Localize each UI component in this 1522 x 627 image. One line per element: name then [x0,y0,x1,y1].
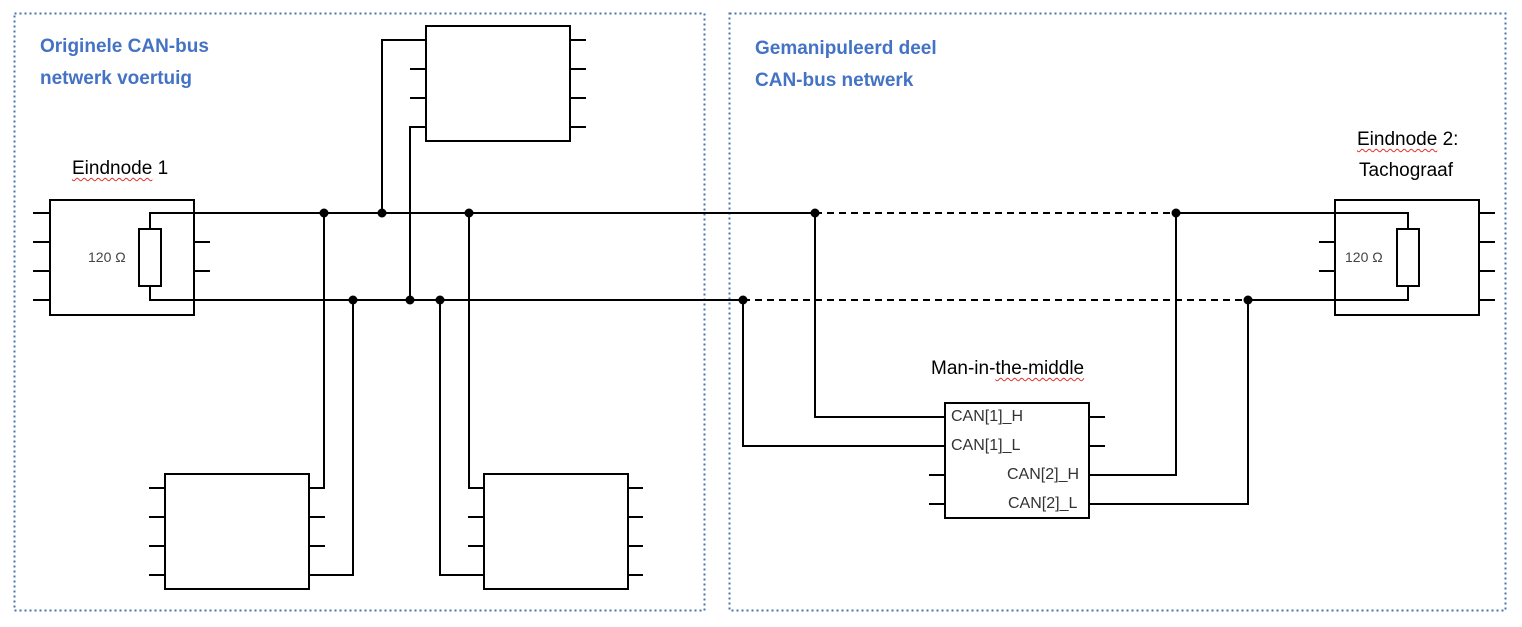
endnode1-resistor-wire [149,286,194,301]
region-manipulated-title: Gemanipuleerd deel CAN-bus netwerk [755,33,937,97]
mitm-pin-label-can2-h: CAN[2]_H [1007,466,1080,483]
junction-dot [377,208,387,218]
endnode2-title-word: Eindnode [1357,129,1438,150]
top-node-box [425,25,571,142]
endnode2-box [1334,199,1480,316]
mitm-title-a: Man-in- [931,358,996,379]
endnode2-title-line2: Tachograaf [1359,160,1454,181]
bottom-left-node-box [164,473,310,590]
junction-dot [738,295,748,305]
top-node-can-h-wire [381,39,426,213]
mitm-box [944,402,1090,519]
endnode1-resistor-label: 120 Ω [88,249,126,265]
bottom-left-node-can-l-wire [309,300,354,576]
junction-dot [464,208,474,218]
junction-dot [1171,208,1181,218]
endnode1-box [49,199,195,316]
region-manipulated-border [728,12,1507,612]
mitm-can1-h-wire [814,213,945,418]
mitm-pin-label-can1-l: CAN[1]_L [951,437,1021,454]
mitm-pin-label-can2-l: CAN[2]_L [1008,495,1078,512]
mitm-can2-l-wire [1089,300,1249,505]
mitm-title: Man-in-the-middle [931,355,1084,383]
junction-dot [810,208,820,218]
junction-dot [348,295,358,305]
bottom-left-node-can-h-wire [309,213,325,489]
region-original-title: Originele CAN-bus netwerk voertuig [40,31,209,95]
region-manipulated-title-line2: CAN-bus netwerk [755,70,914,91]
region-original-border [13,12,706,612]
region-original-title-line1: Originele CAN-bus [40,36,209,57]
endnode2-resistor-label: 120 Ω [1345,249,1383,265]
mitm-title-b: the-middle [995,358,1085,379]
junction-dot [1243,295,1253,305]
endnode1-resistor-wire [149,212,194,229]
junction-dot [435,295,445,305]
endnode2-resistor [1396,228,1420,287]
mitm-pin-label-can1-h: CAN[1]_H [951,408,1024,425]
endnode1-resistor [138,228,162,287]
junction-dot [405,295,415,305]
bottom-right-node-box [483,473,629,590]
bottom-right-node-can-l-wire [439,300,484,576]
region-manipulated-title-line1: Gemanipuleerd deel [755,38,937,59]
endnode2-resistor-wire [1335,286,1409,301]
endnode2-title: Eindnode 2: [1357,126,1458,154]
endnode1-title-word: Eindnode [72,158,153,179]
endnode2-title-rest: 2: [1437,129,1459,150]
bottom-right-node-can-h-wire [468,213,484,489]
region-original-title-line2: netwerk voertuig [40,68,193,89]
endnode1-title-rest: 1 [152,158,169,179]
top-node-can-l-wire [409,126,426,300]
mitm-can2-h-wire [1089,213,1177,476]
junction-dot [319,208,329,218]
endnode2-resistor-wire [1335,212,1409,229]
mitm-can1-l-wire [742,300,945,447]
endnode1-title: Eindnode 1 [72,155,168,183]
